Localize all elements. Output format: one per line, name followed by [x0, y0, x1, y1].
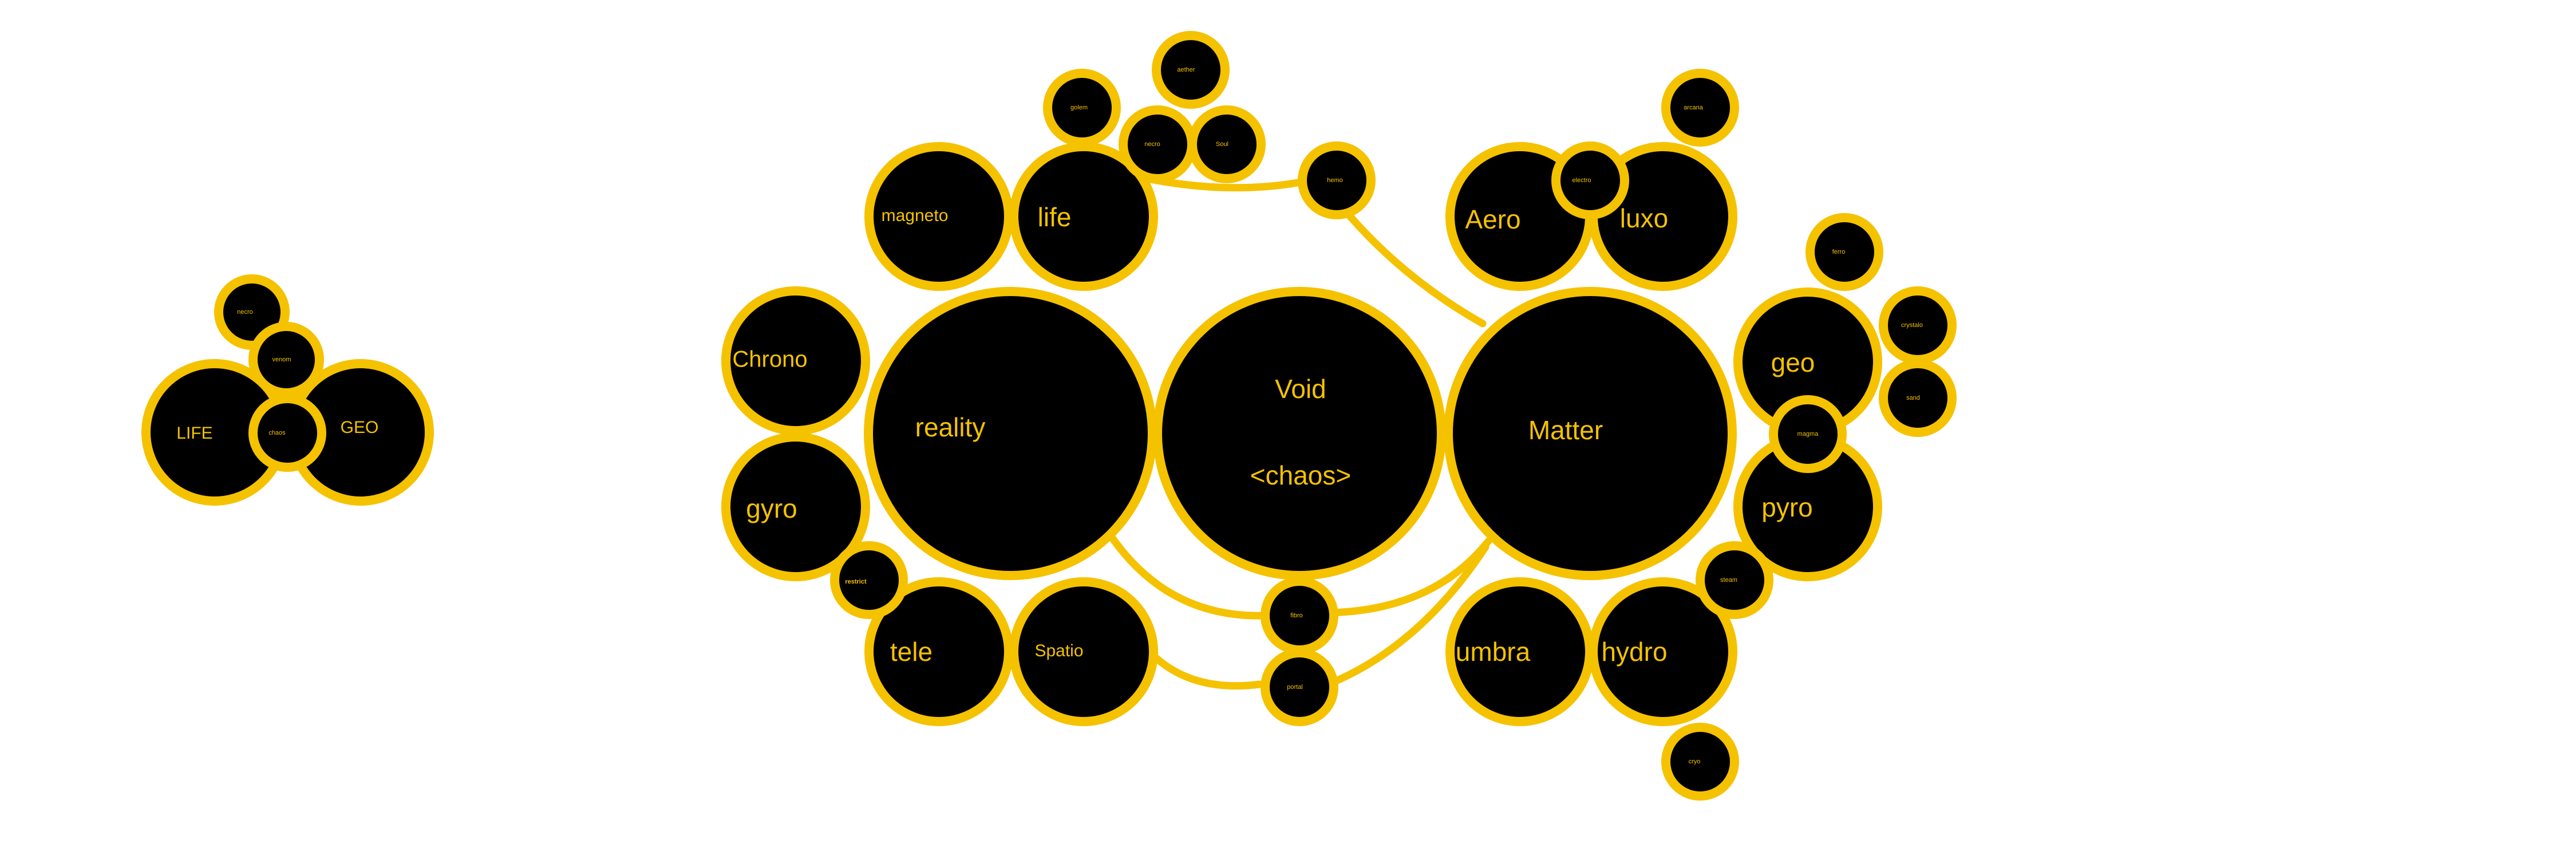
node-magma-label: magma	[1797, 431, 1819, 438]
node-legend-chaos[interactable]: chaos	[248, 394, 326, 472]
node-geo-label: geo	[1771, 348, 1815, 377]
node-hemo-label: hemo	[1327, 177, 1343, 184]
node-electro-label: electro	[1572, 177, 1591, 184]
node-life-label: life	[1038, 202, 1072, 232]
node-crystalo[interactable]: crystalo	[1879, 286, 1957, 364]
node-life[interactable]: life	[1009, 142, 1158, 291]
node-soul-label: Soul	[1216, 141, 1228, 148]
node-crystalo-label: crystalo	[1901, 322, 1923, 329]
node-hydro[interactable]: hydro	[1589, 577, 1737, 726]
node-matter-label: Matter	[1528, 415, 1603, 445]
node-electro[interactable]: electro	[1551, 141, 1629, 219]
node-magneto-label: magneto	[882, 206, 949, 225]
node-golem[interactable]: golem	[1043, 69, 1121, 147]
node-steam[interactable]: steam	[1696, 541, 1773, 619]
node-luxo-label: luxo	[1620, 203, 1668, 233]
node-reality-label: reality	[915, 412, 986, 442]
node-steam-label: steam	[1720, 577, 1737, 584]
node-hemo[interactable]: hemo	[1298, 141, 1376, 219]
node-aero-label: Aero	[1465, 204, 1520, 234]
main-diagram: reality Void <chaos> Matter magneto life…	[721, 31, 1957, 801]
node-tele-label: tele	[890, 637, 933, 667]
node-sand[interactable]: sand	[1879, 359, 1957, 437]
node-necro[interactable]: necro	[1119, 105, 1196, 183]
node-legend-venom[interactable]: venom	[248, 322, 324, 397]
node-umbra[interactable]: umbra	[1445, 577, 1594, 726]
node-legend-venom-label: venom	[272, 356, 291, 363]
node-reality[interactable]: reality	[864, 287, 1157, 580]
node-magma[interactable]: magma	[1769, 395, 1847, 473]
node-legend-life[interactable]: LIFE	[141, 359, 288, 506]
node-fibro-label: fibro	[1290, 612, 1302, 619]
node-geo[interactable]: geo	[1733, 287, 1882, 436]
node-arcana-label: arcana	[1684, 104, 1704, 111]
node-matter[interactable]: Matter	[1444, 287, 1737, 580]
link-hemo-matter	[1333, 196, 1487, 328]
node-hydro-label: hydro	[1601, 637, 1667, 667]
node-aether[interactable]: aether	[1152, 31, 1230, 109]
connector-links	[1107, 168, 1492, 690]
node-ferro[interactable]: ferro	[1805, 213, 1883, 291]
node-restrict-label: restrict	[845, 578, 867, 585]
link-spatio-portal	[1147, 649, 1263, 690]
node-legend-chaos-label: chaos	[268, 430, 286, 436]
node-necro-label: necro	[1144, 141, 1160, 148]
node-gyro[interactable]: gyro	[721, 432, 870, 581]
node-void[interactable]: Void <chaos>	[1153, 287, 1446, 580]
link-fibro-matter	[1318, 537, 1492, 617]
node-legend-geo-label: GEO	[341, 418, 379, 437]
node-tele[interactable]: tele	[864, 577, 1013, 726]
node-pyro-label: pyro	[1761, 492, 1812, 522]
node-aether-label: aether	[1177, 66, 1195, 73]
node-sand-label: sand	[1906, 395, 1920, 401]
link-portal-matter	[1324, 543, 1490, 688]
node-chrono-label: Chrono	[732, 347, 807, 372]
node-arcana[interactable]: arcana	[1661, 69, 1739, 147]
link-reality-fibro	[1107, 531, 1269, 620]
node-void-chaos-label: <chaos>	[1250, 460, 1351, 490]
node-cryo-label: cryo	[1689, 758, 1701, 765]
node-golem-label: golem	[1070, 104, 1088, 111]
legend-cluster: LIFE GEO necro venom chaos	[141, 274, 434, 506]
node-portal-label: portal	[1287, 684, 1303, 691]
node-legend-life-label: LIFE	[176, 424, 212, 443]
node-spatio[interactable]: Spatio	[1009, 577, 1158, 726]
node-void-label: Void	[1275, 374, 1326, 404]
node-legend-necro-label: necro	[237, 309, 253, 316]
node-spatio-label: Spatio	[1034, 641, 1083, 660]
node-cryo[interactable]: cryo	[1661, 723, 1739, 801]
node-restrict[interactable]: restrict	[830, 541, 908, 619]
node-chrono[interactable]: Chrono	[721, 286, 870, 435]
node-soul[interactable]: Soul	[1188, 105, 1266, 183]
node-magneto[interactable]: magneto	[864, 142, 1013, 291]
node-portal[interactable]: portal	[1261, 648, 1338, 726]
node-ferro-label: ferro	[1832, 249, 1846, 255]
node-gyro-label: gyro	[746, 494, 797, 523]
node-umbra-label: umbra	[1456, 637, 1531, 667]
node-fibro[interactable]: fibro	[1261, 577, 1338, 655]
